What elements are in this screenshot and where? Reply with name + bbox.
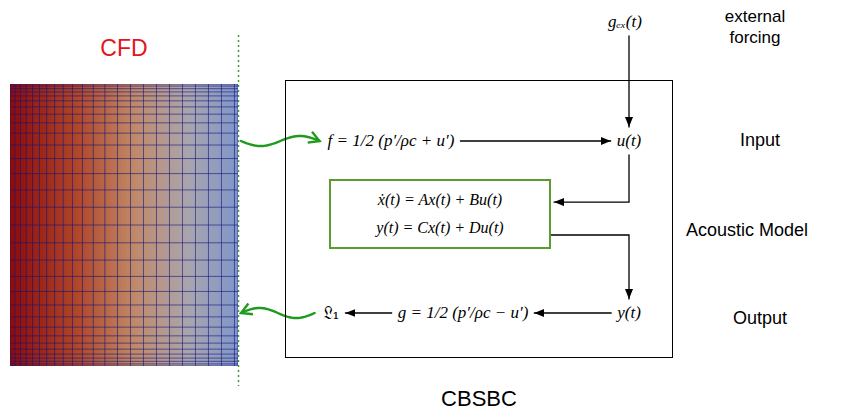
- signal-name: y(t): [617, 303, 641, 323]
- boundary-line: [238, 35, 240, 386]
- mesh-line: [10, 91, 238, 92]
- equation: g = 1/2 (p′/ρc − u′): [398, 303, 529, 323]
- mesh-line: [10, 133, 238, 134]
- input-equation: f = 1/2 (p′/ρc + u′): [325, 130, 458, 152]
- mesh-line: [10, 358, 238, 359]
- mesh-line: [10, 84, 238, 85]
- output-equation: g = 1/2 (p′/ρc − u′): [395, 302, 532, 324]
- mesh-line: [10, 242, 238, 243]
- mesh-line: [10, 335, 238, 336]
- domain-title: CFD: [10, 35, 238, 62]
- output-signal: y(t): [614, 302, 644, 324]
- signal-name: 𝔏₁: [323, 303, 340, 323]
- mesh-line: [10, 86, 238, 87]
- coupling-wave-arrow: [241, 136, 320, 146]
- mesh-line: [10, 207, 238, 208]
- equation: ẋ(t) = Ax(t) + Bu(t): [378, 186, 502, 214]
- mesh-line: [10, 276, 238, 277]
- mesh-line: [10, 158, 238, 159]
- signal-arrow: [551, 235, 629, 299]
- mesh-line: [10, 343, 238, 344]
- signal-name: u(t): [617, 131, 642, 151]
- signal-arrow: [460, 140, 610, 141]
- equation: y(t) = Cx(t) + Du(t): [376, 214, 503, 242]
- mesh-line: [10, 122, 238, 123]
- mesh-line: [10, 291, 238, 292]
- mesh-line: [10, 88, 238, 89]
- state-space-box: ẋ(t) = Ax(t) + Bu(t)y(t) = Cx(t) + Du(t): [329, 179, 551, 249]
- signal-arrow: [628, 36, 629, 127]
- equation: f = 1/2 (p′/ρc + u′): [328, 131, 455, 151]
- mesh-line: [10, 349, 238, 350]
- mesh-line: [10, 95, 238, 96]
- characteristic-wave: 𝔏₁: [320, 302, 343, 324]
- mesh-line: [10, 316, 238, 317]
- mesh-line: [10, 304, 238, 305]
- row-label: Input: [740, 130, 780, 151]
- forcing-signal: gₑₓ(t): [605, 11, 645, 33]
- signal-arrow: [534, 312, 611, 313]
- row-label: Acoustic Model: [686, 220, 808, 241]
- mesh-line: [10, 361, 238, 362]
- mesh-field: [10, 84, 238, 366]
- signal-arrow: [554, 155, 629, 202]
- coupling-wave-arrow: [241, 308, 315, 318]
- mesh-line: [10, 145, 238, 146]
- mesh-line: [10, 114, 238, 115]
- mesh-illustration: [10, 84, 238, 366]
- box-caption: CBSBC: [286, 386, 672, 412]
- mesh-line: [10, 100, 238, 101]
- mesh-line: [10, 260, 238, 261]
- input-signal: u(t): [614, 130, 645, 152]
- annotation-label: external forcing: [712, 6, 798, 48]
- cbsbc-box: CBSBCf = 1/2 (p′/ρc + u′)u(t)ẋ(t) = Ax(t…: [285, 80, 673, 358]
- mesh-line: [10, 354, 238, 355]
- mesh-line: [10, 366, 238, 367]
- cfd-mesh: CFD: [10, 84, 238, 366]
- signal-arrow: [345, 312, 391, 313]
- mesh-line: [10, 189, 238, 190]
- mesh-line: [10, 106, 238, 107]
- mesh-line: [10, 327, 238, 328]
- row-label: Output: [733, 308, 787, 329]
- mesh-line: [10, 363, 238, 364]
- mesh-line: [10, 225, 238, 226]
- signal-name: gₑₓ(t): [608, 12, 642, 32]
- mesh-line: [10, 173, 238, 174]
